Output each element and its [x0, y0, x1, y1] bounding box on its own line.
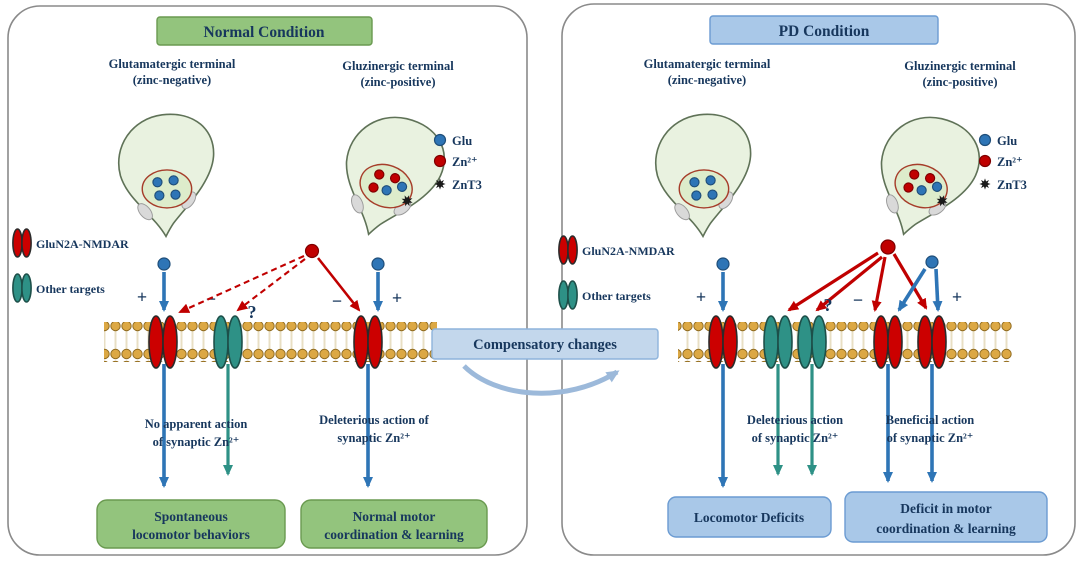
action-text: Deleterious action: [747, 413, 843, 427]
question-sign: ?: [248, 302, 257, 322]
glutamatergic-terminal: [117, 113, 215, 238]
plus-sign: +: [392, 288, 402, 308]
glut-terminal-sublabel: (zinc-negative): [133, 73, 211, 87]
outcome-text: coordination & learning: [324, 527, 464, 542]
znt3-legend-label: ZnT3: [452, 178, 482, 192]
action-text: of synaptic Zn²⁺: [887, 431, 974, 445]
glut-terminal-label: Glutamatergic terminal: [644, 57, 771, 71]
action-text: Deleterious action of: [319, 413, 430, 427]
plus-sign: +: [137, 287, 147, 307]
outcome-text: locomotor behaviors: [132, 527, 250, 542]
other-targets-legend-label: Other targets: [36, 282, 105, 296]
vesicle-mixed-dots: [903, 169, 943, 196]
glutamatergic-terminal: [654, 113, 752, 238]
outcome-box: [300, 499, 488, 549]
outcome-text: Deficit in motor: [900, 501, 991, 516]
compensatory-box: [431, 328, 659, 360]
compensatory-label: Compensatory changes: [473, 337, 617, 353]
zinc-to-target-arrow: [815, 255, 884, 312]
zinc-terminal-sublabel: (zinc-positive): [361, 75, 436, 89]
action-text: No apparent action: [145, 417, 248, 431]
synaptic-vesicle: [141, 169, 193, 209]
center-connector: Compensatory changes: [431, 328, 659, 396]
action-text: Beneficial action: [886, 413, 975, 427]
question-sign: ?: [824, 295, 833, 315]
zinc-icon: [433, 154, 447, 168]
receptor-legend: GluN2A-NMDAR Other targets: [12, 228, 129, 303]
glu-icon: [978, 133, 992, 147]
zinc-to-nmdar-arrow: [892, 253, 928, 310]
plus-sign: +: [952, 287, 962, 307]
synaptic-vesicle: [678, 169, 730, 209]
action-text: synaptic Zn²⁺: [337, 431, 410, 445]
outcome-box: [96, 499, 286, 549]
pd-title: PD Condition: [779, 23, 870, 40]
zinc-icon: [978, 154, 992, 168]
released-glu: [716, 257, 730, 271]
molecule-legend: Glu Zn²⁺ ZnT3: [977, 133, 1027, 192]
gluzinergic-terminal: [858, 102, 991, 252]
outcome-text: Locomotor Deficits: [694, 510, 804, 525]
outcome-text: Normal motor: [353, 509, 436, 524]
action-text: of synaptic Zn²⁺: [153, 435, 240, 449]
normal-panel: Normal Condition Glutamatergic terminal …: [7, 5, 528, 556]
minus-sign: −: [332, 291, 342, 311]
outcome-box: [844, 491, 1048, 543]
vesicle-mixed-dots: [368, 169, 408, 196]
vesicle-glu-dots: [689, 175, 718, 201]
zinc-to-target-dashed-arrow: [236, 258, 306, 312]
zinc-to-target-arrow: [787, 251, 879, 312]
outcome-text: coordination & learning: [876, 521, 1016, 536]
released-zinc: [304, 243, 320, 259]
glu-to-nmdar-arrow: [932, 268, 943, 312]
outcome-text: Spontaneous: [154, 509, 228, 524]
pd-title-box: [709, 15, 939, 45]
zinc-legend-label: Zn²⁺: [997, 155, 1023, 169]
zinc-legend-label: Zn²⁺: [452, 155, 478, 169]
glut-terminal-label: Glutamatergic terminal: [109, 57, 236, 71]
molecule-legend: Glu Zn²⁺ ZnT3: [432, 133, 482, 192]
action-text: of synaptic Zn²⁺: [752, 431, 839, 445]
glu-legend-label: Glu: [997, 134, 1017, 148]
zinc-to-nmdar-arrow: [871, 256, 887, 312]
plus-sign: +: [696, 287, 706, 307]
zinc-terminal-label: Gluzinergic terminal: [342, 59, 454, 73]
glut-terminal-sublabel: (zinc-negative): [668, 73, 746, 87]
zinc-to-nmdar-dashed-arrow: [178, 255, 305, 313]
gluzinergic-terminal: [323, 102, 456, 252]
glu-to-nmdar-arrow: [897, 268, 927, 312]
zinc-to-nmdar-arrow: [316, 257, 361, 312]
released-glu: [925, 255, 939, 269]
zinc-terminal-sublabel: (zinc-positive): [923, 75, 998, 89]
released-glu: [371, 257, 385, 271]
compensatory-curved-arrow: [462, 364, 620, 396]
normal-panel-border: [7, 5, 528, 556]
outcome-box: [667, 496, 832, 538]
other-targets-legend-label: Other targets: [582, 289, 651, 303]
nmdar-legend-label: GluN2A-NMDAR: [582, 244, 675, 258]
pd-panel-border: [561, 3, 1076, 556]
vesicle-glu-dots: [152, 175, 181, 201]
receptor-legend: GluN2A-NMDAR Other targets: [558, 235, 675, 310]
released-glu: [157, 257, 171, 271]
znt3-legend-label: ZnT3: [997, 178, 1027, 192]
normal-title-box: [156, 16, 373, 46]
zinc-terminal-label: Gluzinergic terminal: [904, 59, 1016, 73]
glu-icon: [433, 133, 447, 147]
glu-legend-label: Glu: [452, 134, 472, 148]
pd-panel: PD Condition Glutamatergic terminal (zin…: [558, 3, 1076, 556]
normal-title: Normal Condition: [204, 24, 325, 41]
released-zinc: [880, 239, 896, 255]
minus-sign: −: [853, 290, 863, 310]
nmdar-legend-label: GluN2A-NMDAR: [36, 237, 129, 251]
